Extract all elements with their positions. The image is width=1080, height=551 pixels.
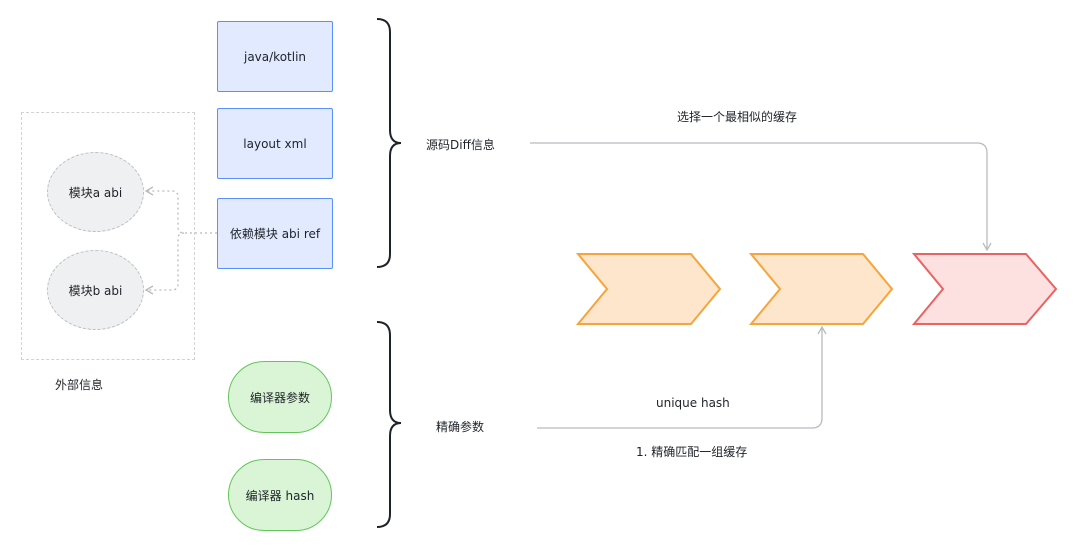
source-dependency-abi-ref-label: 依赖模块 abi ref [229,227,321,241]
cache-chevron-2 [748,253,894,325]
param-compiler-args-label: 编译器参数 [249,390,310,405]
module-b-abi: 模块b abi [47,250,144,330]
module-a-abi-label: 模块a abi [68,185,123,200]
exact-match-label: 1. 精确匹配一组缓存 [636,445,748,459]
param-compiler-hash: 编译器 hash [228,459,332,531]
source-java-kotlin-label: java/kotlin [243,49,307,64]
external-info-caption: 外部信息 [55,378,104,392]
exact-arrow [537,325,827,429]
diff-arrow [530,142,992,252]
source-layout-xml: layout xml [217,108,333,179]
source-java-kotlin: java/kotlin [217,21,333,92]
param-compiler-hash-label: 编译器 hash [245,488,315,503]
cache-chevron-1 [575,253,722,325]
module-b-abi-label: 模块b abi [68,283,123,298]
exact-brace [376,321,402,528]
diff-label: 源码Diff信息 [426,138,495,152]
unique-hash-label: unique hash [656,396,730,410]
source-dependency-abi-ref: 依赖模块 abi ref [217,198,333,269]
param-compiler-args: 编译器参数 [228,361,332,433]
external-info-box [21,112,195,360]
cache-chevron-3 [911,253,1058,325]
module-a-abi: 模块a abi [47,152,144,232]
diff-brace [376,18,402,268]
exact-label: 精确参数 [436,420,485,434]
select-similar-label: 选择一个最相似的缓存 [677,110,798,124]
source-layout-xml-label: layout xml [243,136,307,151]
